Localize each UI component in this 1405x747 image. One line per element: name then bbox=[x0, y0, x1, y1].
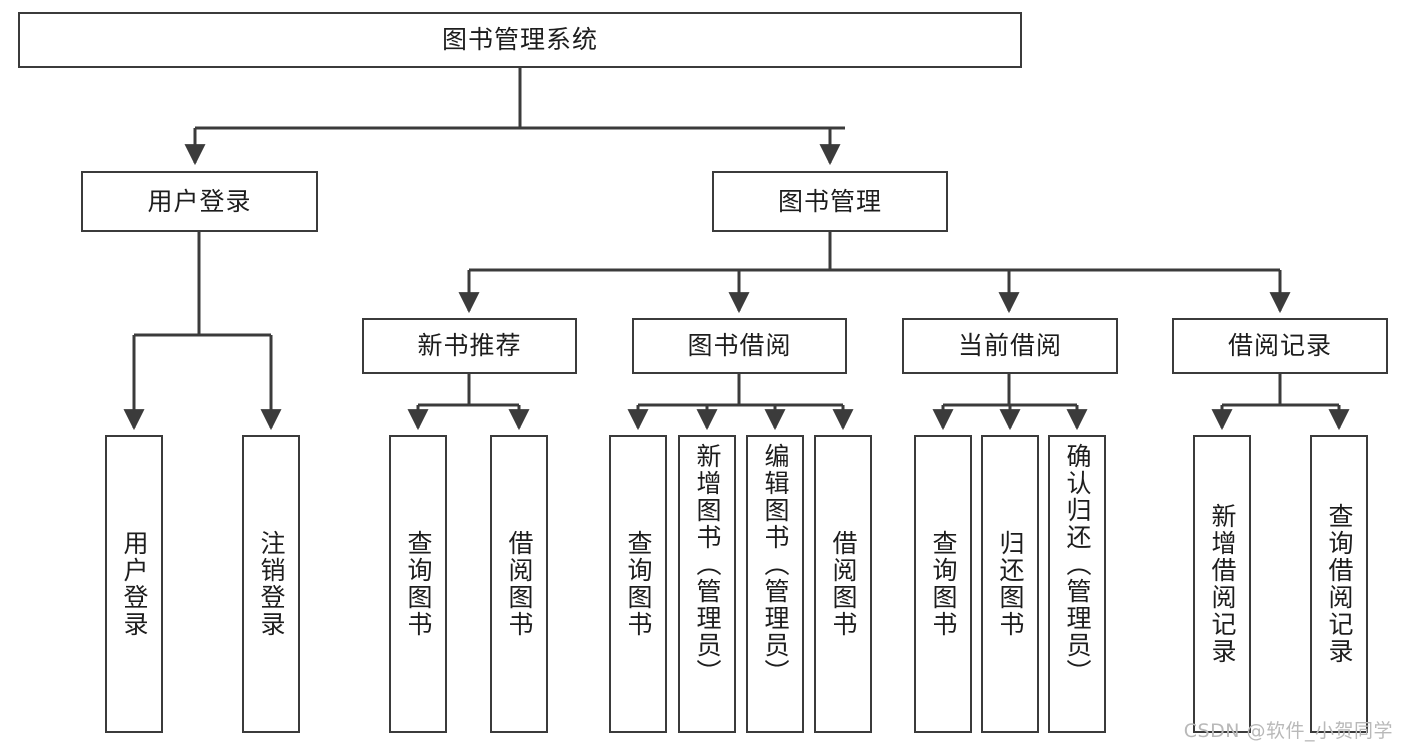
leaf-book-borrow-borrow-book[interactable]: 借阅图书 bbox=[814, 435, 872, 733]
leaf-borrow-record-add-record[interactable]: 新增借阅记录 bbox=[1193, 435, 1251, 733]
node-label: 新增图书（管理员） bbox=[693, 443, 722, 686]
leaf-book-borrow-edit-book-admin[interactable]: 编辑图书（管理员） bbox=[746, 435, 804, 733]
node-label: 借阅图书 bbox=[829, 530, 858, 638]
node-label: 借阅记录 bbox=[1227, 331, 1332, 361]
node-label: 注销登录 bbox=[257, 530, 286, 638]
node-user-login[interactable]: 用户登录 bbox=[81, 171, 318, 232]
node-label: 用户登录 bbox=[147, 186, 252, 216]
node-new-book-recommend[interactable]: 新书推荐 bbox=[362, 318, 577, 374]
node-label: 归还图书 bbox=[996, 530, 1025, 638]
node-label: 新书推荐 bbox=[417, 331, 522, 361]
leaf-new-book-query-book[interactable]: 查询图书 bbox=[389, 435, 447, 733]
leaf-current-borrow-query-book[interactable]: 查询图书 bbox=[914, 435, 972, 733]
watermark-text: CSDN @软件_小贺同学 bbox=[1183, 720, 1393, 742]
node-label: 用户登录 bbox=[120, 530, 149, 638]
node-label: 查询图书 bbox=[404, 530, 433, 638]
node-borrow-record[interactable]: 借阅记录 bbox=[1172, 318, 1388, 374]
leaf-new-book-borrow-book[interactable]: 借阅图书 bbox=[490, 435, 548, 733]
node-label: 确认归还（管理员） bbox=[1063, 443, 1092, 686]
node-current-borrow[interactable]: 当前借阅 bbox=[902, 318, 1118, 374]
leaf-book-borrow-add-book-admin[interactable]: 新增图书（管理员） bbox=[678, 435, 736, 733]
node-label: 编辑图书（管理员） bbox=[761, 443, 790, 686]
leaf-user-login-logout[interactable]: 注销登录 bbox=[242, 435, 300, 733]
node-label: 图书管理 bbox=[777, 186, 882, 216]
node-label: 新增借阅记录 bbox=[1208, 503, 1237, 665]
leaf-current-borrow-return-book[interactable]: 归还图书 bbox=[981, 435, 1039, 733]
node-root-book-management-system[interactable]: 图书管理系统 bbox=[18, 12, 1022, 68]
node-label: 查询图书 bbox=[929, 530, 958, 638]
node-book-borrow[interactable]: 图书借阅 bbox=[632, 318, 847, 374]
node-label: 图书借阅 bbox=[687, 331, 792, 361]
leaf-user-login-login[interactable]: 用户登录 bbox=[105, 435, 163, 733]
node-label: 当前借阅 bbox=[957, 331, 1062, 361]
node-label: 图书管理系统 bbox=[441, 25, 598, 55]
node-book-management[interactable]: 图书管理 bbox=[712, 171, 948, 232]
leaf-current-borrow-confirm-return-admin[interactable]: 确认归还（管理员） bbox=[1048, 435, 1106, 733]
node-label: 查询借阅记录 bbox=[1325, 503, 1354, 665]
node-label: 查询图书 bbox=[624, 530, 653, 638]
node-label: 借阅图书 bbox=[505, 530, 534, 638]
leaf-book-borrow-query-book[interactable]: 查询图书 bbox=[609, 435, 667, 733]
leaf-borrow-record-query-record[interactable]: 查询借阅记录 bbox=[1310, 435, 1368, 733]
